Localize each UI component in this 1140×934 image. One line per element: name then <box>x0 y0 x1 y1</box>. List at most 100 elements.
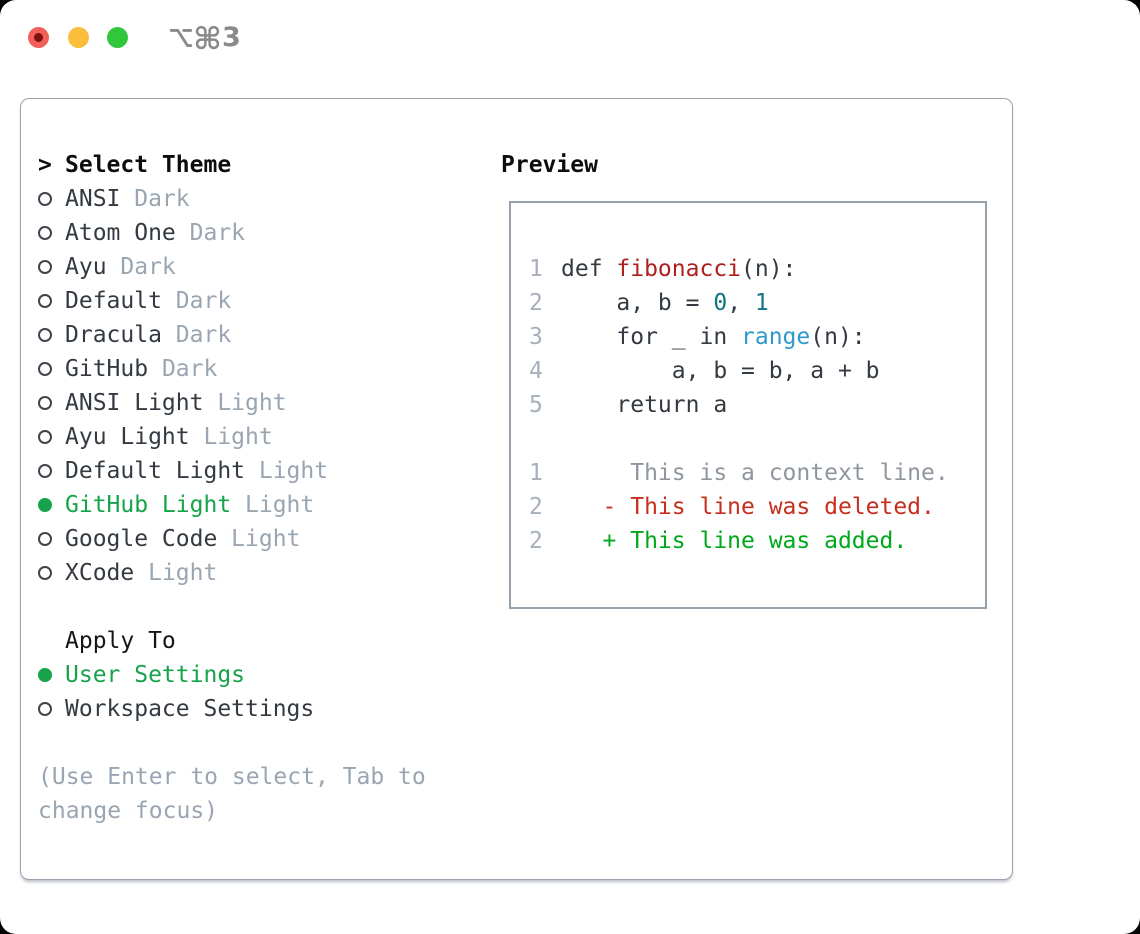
theme-variant: Dark <box>120 186 190 212</box>
theme-name: Default Light <box>65 458 246 484</box>
radio-icon <box>38 328 52 342</box>
theme-option-dracula[interactable]: Dracula Dark <box>38 318 426 352</box>
theme-name: ANSI Light <box>65 390 204 416</box>
theme-option-github-light[interactable]: GitHub Light Light <box>38 488 426 522</box>
theme-option-ayu[interactable]: Ayu Dark <box>38 250 426 284</box>
apply-to-title: Apply To <box>65 628 176 654</box>
radio-icon <box>38 192 52 206</box>
code-segment: (n): <box>810 324 866 350</box>
minimize-button[interactable] <box>68 27 89 48</box>
code-segment: a, b = b, a + b <box>561 358 880 384</box>
theme-name: Ayu <box>65 254 107 280</box>
theme-option-default-light[interactable]: Default Light Light <box>38 454 426 488</box>
code-segment: def <box>561 256 617 282</box>
zoom-button[interactable] <box>107 27 128 48</box>
prompt-cursor: > <box>38 152 52 178</box>
radio-icon <box>38 362 52 376</box>
radio-selected-icon <box>38 668 52 682</box>
code-segment: a, b = <box>561 290 714 316</box>
hint-line-2: change focus) <box>38 798 219 824</box>
theme-variant: Light <box>231 492 315 518</box>
spacer <box>38 590 426 624</box>
radio-icon <box>38 464 52 478</box>
theme-option-atom-one[interactable]: Atom One Dark <box>38 216 426 250</box>
select-theme-title: Select Theme <box>65 152 232 178</box>
radio-icon <box>38 260 52 274</box>
theme-variant: Dark <box>175 220 246 246</box>
code-line: 3 for _ in range(n): <box>529 320 985 354</box>
code-line: 2 - This line was deleted. <box>529 490 985 524</box>
radio-icon <box>38 566 52 580</box>
theme-name: Google Code <box>65 526 218 552</box>
preview-title: Preview <box>501 152 598 178</box>
code-line: 2 + This line was added. <box>529 524 985 558</box>
hint-line-1: (Use Enter to select, Tab to <box>38 764 426 790</box>
apply-option-label: User Settings <box>65 662 246 688</box>
apply-option-workspace-settings[interactable]: Workspace Settings <box>38 692 426 726</box>
theme-option-github[interactable]: GitHub Dark <box>38 352 426 386</box>
radio-icon <box>38 396 52 410</box>
line-number: 1 <box>529 256 543 282</box>
radio-icon <box>38 430 52 444</box>
apply-option-label: Workspace Settings <box>65 696 315 722</box>
radio-icon <box>38 702 52 716</box>
radio-icon <box>38 226 52 240</box>
command-key-icon <box>195 25 220 50</box>
code-segment: - This line was deleted. <box>561 494 935 520</box>
option-key-icon <box>169 28 193 47</box>
theme-variant: Light <box>203 390 287 416</box>
theme-name: XCode <box>65 560 135 586</box>
line-number: 1 <box>529 460 543 486</box>
radio-icon <box>38 294 52 308</box>
line-number: 4 <box>529 358 543 384</box>
code-segment: This is a context line. <box>561 460 949 486</box>
code-segment: for _ in <box>561 324 742 350</box>
theme-name: GitHub <box>65 356 149 382</box>
theme-variant: Dark <box>161 288 232 314</box>
code-line: 5 return a <box>529 388 985 422</box>
theme-variant: Dark <box>161 322 232 348</box>
code-segment: range <box>741 324 811 350</box>
shortcut-digit: 3 <box>222 22 241 53</box>
apply-option-user-settings[interactable]: User Settings <box>38 658 426 692</box>
theme-variant: Light <box>245 458 329 484</box>
titlebar: 3 <box>0 0 1140 75</box>
hint-text: (Use Enter to select, Tab to change focu… <box>38 760 426 828</box>
theme-option-xcode[interactable]: XCode Light <box>38 556 426 590</box>
theme-option-ansi-light[interactable]: ANSI Light Light <box>38 386 426 420</box>
theme-option-ansi[interactable]: ANSI Dark <box>38 182 426 216</box>
theme-name: GitHub Light <box>65 492 232 518</box>
theme-name: Ayu Light <box>65 424 190 450</box>
theme-option-default[interactable]: Default Dark <box>38 284 426 318</box>
line-number: 2 <box>529 290 543 316</box>
theme-variant: Dark <box>106 254 176 280</box>
close-button[interactable] <box>28 27 49 48</box>
theme-option-ayu-light[interactable]: Ayu Light Light <box>38 420 426 454</box>
theme-option-google-code[interactable]: Google Code Light <box>38 522 426 556</box>
code-line: 2 a, b = 0, 1 <box>529 286 985 320</box>
line-number: 5 <box>529 392 543 418</box>
code-segment: return a <box>561 392 728 418</box>
code-segment: 0 <box>713 290 728 316</box>
theme-name: ANSI <box>65 186 121 212</box>
code-segment: fibonacci <box>616 256 742 282</box>
line-number: 2 <box>529 528 543 554</box>
code-line: 1 This is a context line. <box>529 456 985 490</box>
code-line: 4 a, b = b, a + b <box>529 354 985 388</box>
code-segment: , <box>727 290 755 316</box>
radio-icon <box>38 532 52 546</box>
theme-variant: Light <box>217 526 301 552</box>
code-segment: + This line was added. <box>561 528 908 554</box>
theme-variant: Dark <box>148 356 218 382</box>
line-number: 3 <box>529 324 543 350</box>
window-shortcut: 3 <box>168 23 241 52</box>
code-segment: 1 <box>754 290 769 316</box>
spacer <box>38 726 426 760</box>
code-line <box>529 422 985 456</box>
